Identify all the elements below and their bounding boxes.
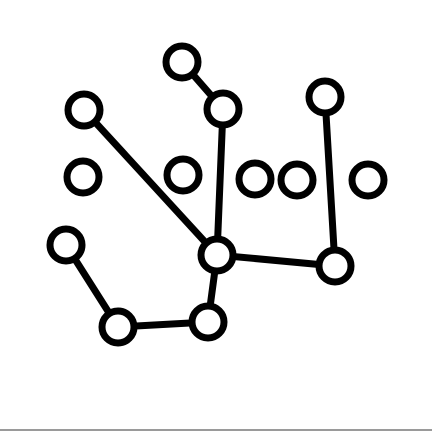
edge-n9-n10[interactable] [213,251,339,270]
node-n8[interactable] [277,160,317,200]
node-layer [46,42,388,347]
node-n10[interactable] [315,246,355,286]
node-n12[interactable] [98,307,138,347]
edge-n4-n10[interactable] [321,93,339,270]
node-n6[interactable] [163,155,203,195]
bottom-divider [0,429,432,431]
node-n11[interactable] [46,225,86,265]
node-n2[interactable] [64,90,104,130]
node-n9[interactable] [197,235,237,275]
edge-n2-n9[interactable] [80,106,221,259]
node-n1[interactable] [162,42,202,82]
node-n4[interactable] [305,77,345,117]
node-n5[interactable] [63,157,103,197]
node-n15[interactable] [348,160,388,200]
node-n13[interactable] [188,302,228,342]
node-n7[interactable] [235,159,275,199]
edge-n3-n9[interactable] [213,105,227,259]
node-n3[interactable] [203,89,243,129]
